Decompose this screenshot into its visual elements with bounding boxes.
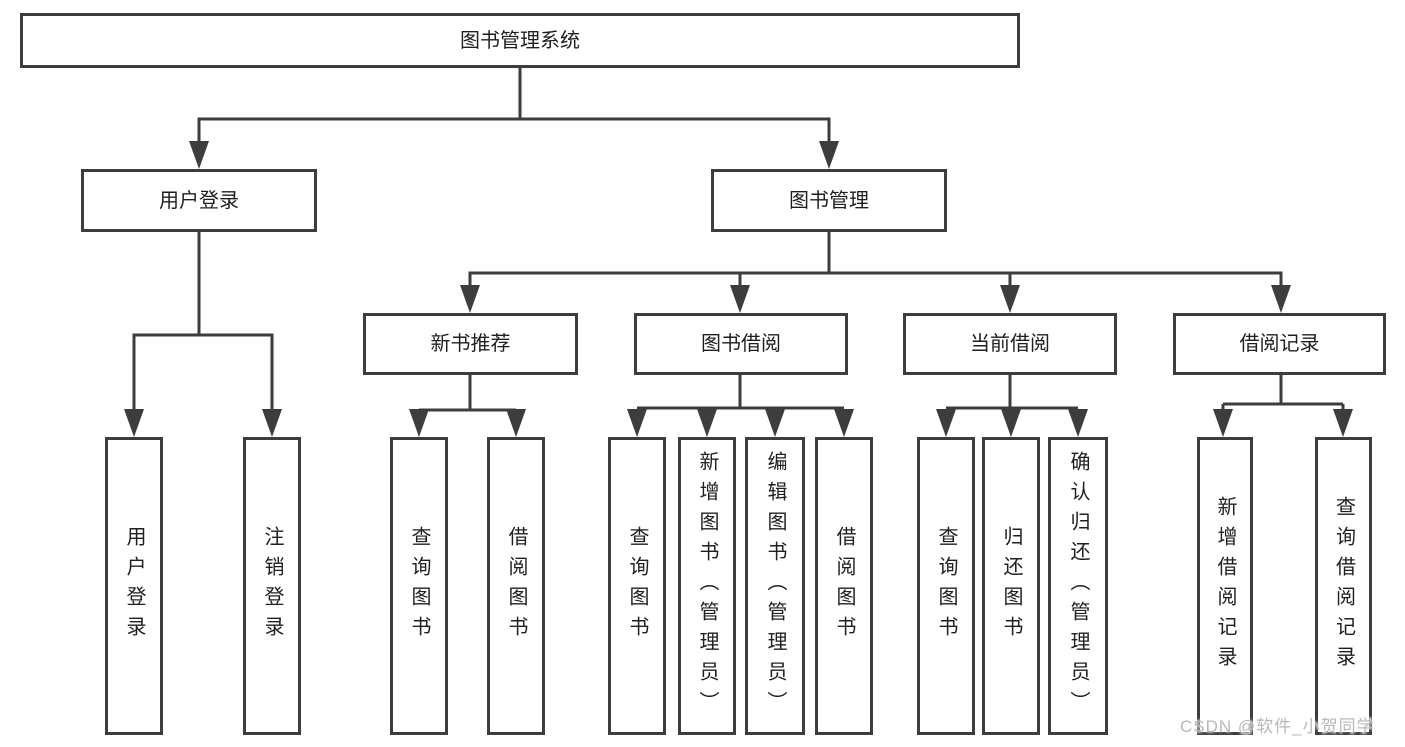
connector-new-book-recommendation-to-leaves <box>409 375 526 437</box>
leaf-edit-books-admin: 编辑图书（管理员） <box>745 437 805 735</box>
connector-borrowing-records-to-leaves <box>1213 375 1353 437</box>
connector-book-management-to-level3 <box>460 232 1291 313</box>
node-book-management: 图书管理 <box>711 169 947 232</box>
connector-book-borrowing-to-leaves <box>627 375 854 437</box>
node-borrowing-records: 借阅记录 <box>1173 313 1386 375</box>
node-user-login: 用户登录 <box>81 169 317 232</box>
leaf-borrow-books-borrowing: 借阅图书 <box>815 437 873 735</box>
leaf-add-books-admin: 新增图书（管理员） <box>678 437 736 735</box>
leaf-logout: 注销登录 <box>243 437 301 735</box>
node-root: 图书管理系统 <box>20 13 1020 68</box>
leaf-query-borrow-record: 查询借阅记录 <box>1315 437 1372 735</box>
leaf-query-books-recommend: 查询图书 <box>390 437 448 735</box>
leaf-query-books-borrowing: 查询图书 <box>608 437 666 735</box>
connector-user-login-to-leaves <box>124 232 282 437</box>
watermark: CSDN @软件_小贺同学 <box>1180 717 1375 736</box>
leaf-query-books-current: 查询图书 <box>917 437 975 735</box>
node-new-book-recommendation: 新书推荐 <box>363 313 578 375</box>
leaf-borrow-books-recommend: 借阅图书 <box>487 437 545 735</box>
leaf-user-login: 用户登录 <box>105 437 163 735</box>
leaf-return-books: 归还图书 <box>982 437 1040 735</box>
leaf-confirm-return-admin: 确认归还（管理员） <box>1048 437 1108 735</box>
connector-current-borrowing-to-leaves <box>936 375 1088 437</box>
connector-root-to-level2 <box>189 68 839 169</box>
leaf-add-borrow-record: 新增借阅记录 <box>1197 437 1253 735</box>
node-current-borrowing: 当前借阅 <box>903 313 1117 375</box>
node-book-borrowing: 图书借阅 <box>634 313 848 375</box>
